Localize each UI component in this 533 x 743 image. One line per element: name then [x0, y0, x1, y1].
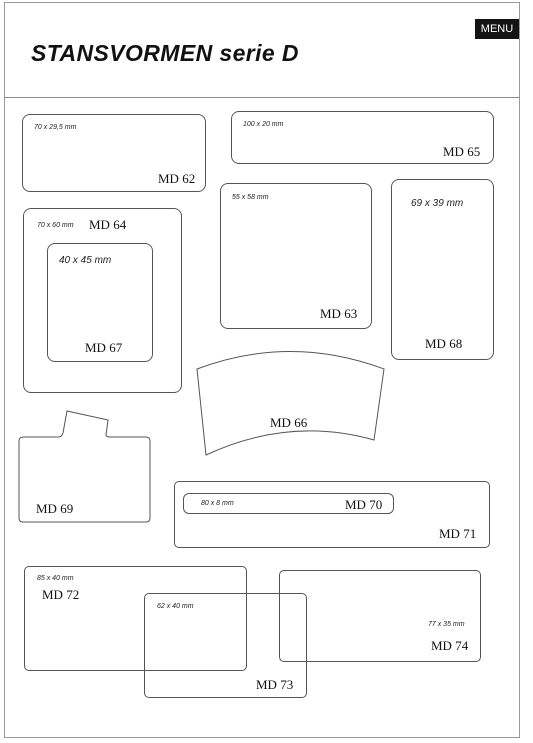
die-shape-md71[interactable] [174, 481, 490, 548]
die-shape-md63[interactable] [220, 183, 372, 329]
die-shape-md70[interactable] [183, 493, 394, 514]
code-label-md68: MD 68 [425, 336, 463, 351]
code-label-md67: MD 67 [85, 340, 123, 355]
die-shape-md67[interactable] [47, 243, 153, 362]
dimension-label-md67: 40 x 45 mm [59, 255, 112, 266]
die-shape-md73[interactable] [144, 593, 307, 698]
die-shape-md74[interactable] [279, 570, 481, 662]
code-label-md71: MD 71 [439, 526, 477, 541]
code-label-md72: MD 72 [42, 587, 80, 602]
die-shape-md65[interactable] [231, 111, 494, 164]
menu-button[interactable]: MENU [475, 19, 519, 39]
dimension-label-md73: 62 x 40 mm [157, 603, 194, 610]
die-shape-md62[interactable] [22, 114, 206, 192]
dimension-label-md62: 70 x 29,5 mm [34, 124, 77, 131]
dimension-label-md63: 55 x 58 mm [232, 194, 269, 201]
dimension-label-md65: 100 x 20 mm [243, 121, 284, 128]
header-divider [4, 97, 520, 98]
dimension-label-md64: 70 x 60 mm [37, 222, 74, 229]
dimension-label-md72: 85 x 40 mm [37, 575, 74, 582]
code-label-md63: MD 63 [320, 306, 358, 321]
dimension-label-md70: 80 x 8 mm [201, 500, 234, 507]
die-shape-md64[interactable] [23, 208, 182, 393]
page-title: STANSVORMEN serie D [31, 40, 299, 66]
catalog-sheet [4, 2, 520, 738]
code-label-md62: MD 62 [158, 171, 196, 186]
dimension-label-md68: 69 x 39 mm [411, 198, 464, 209]
code-label-md64: MD 64 [89, 217, 127, 232]
code-label-md65: MD 65 [443, 144, 481, 159]
die-shape-md68[interactable] [391, 179, 494, 360]
code-label-md70: MD 70 [345, 497, 383, 512]
code-label-md73: MD 73 [256, 677, 294, 692]
code-label-md69: MD 69 [36, 501, 74, 516]
code-label-md74: MD 74 [431, 638, 469, 653]
die-shape-md72[interactable] [24, 566, 247, 671]
dimension-label-md74: 77 x 35 mm [428, 621, 465, 628]
code-label-md66: MD 66 [270, 415, 308, 430]
